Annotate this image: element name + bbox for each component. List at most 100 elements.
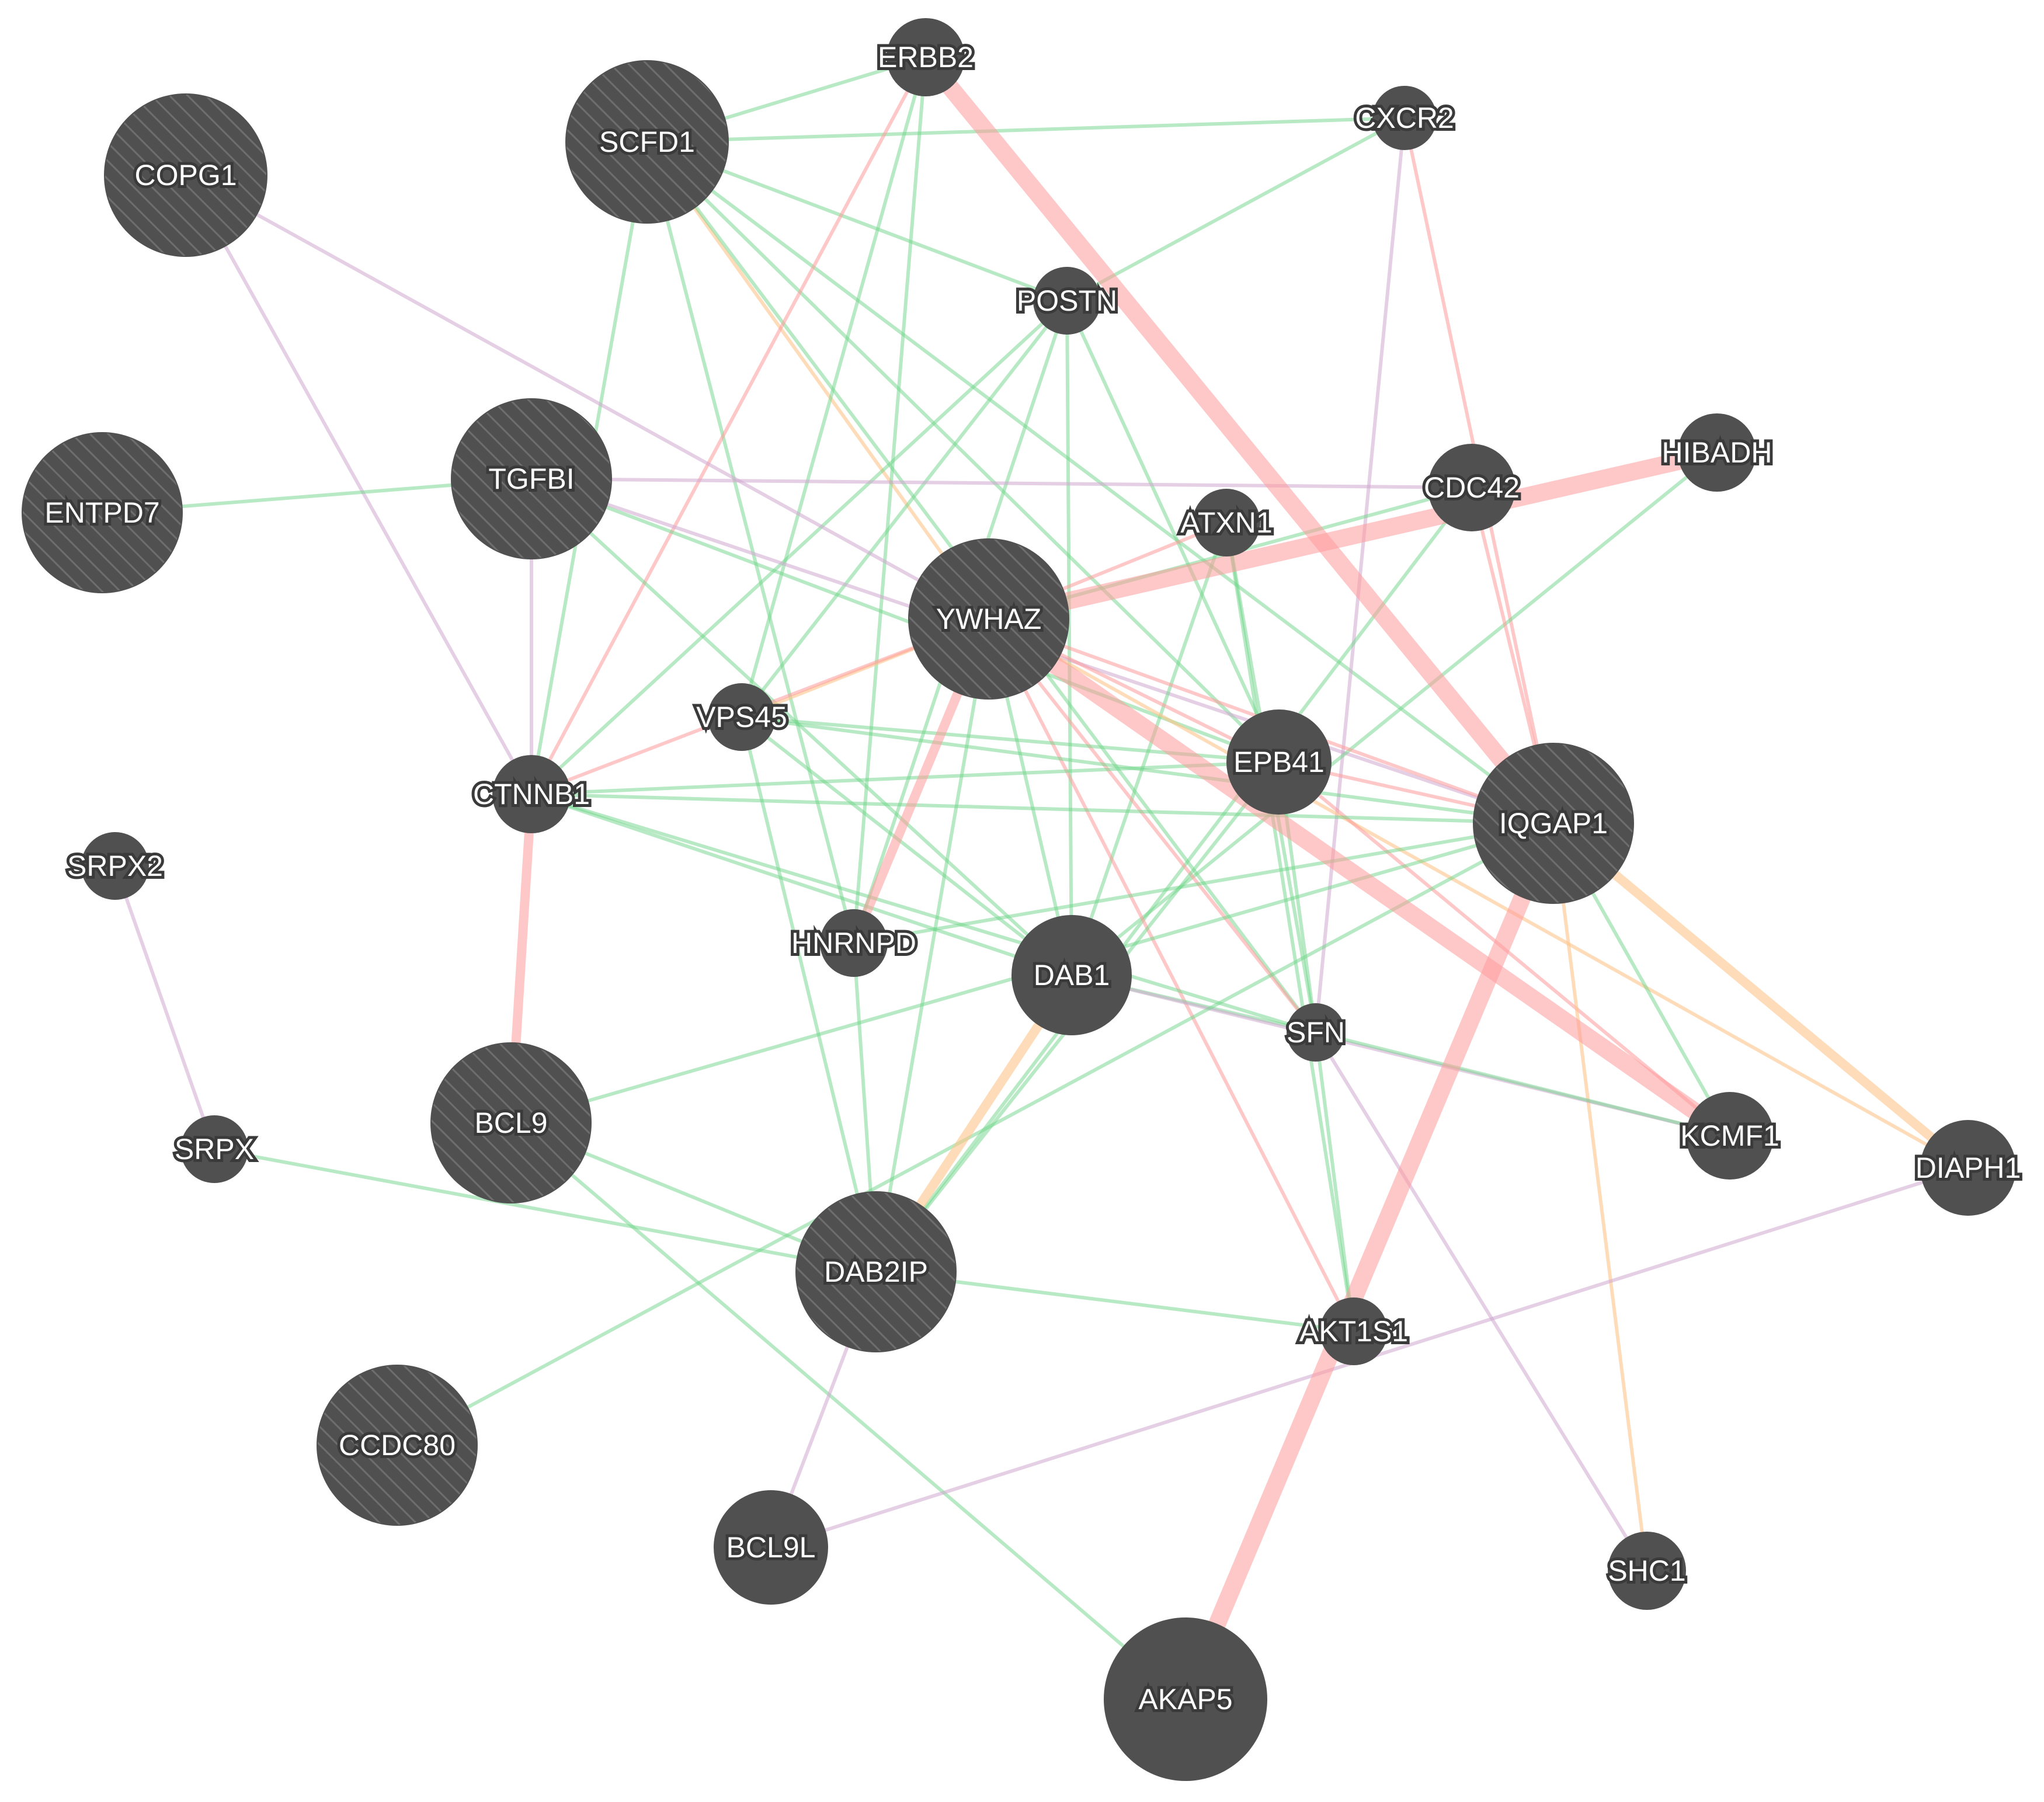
- node-dab1[interactable]: DAB1: [1011, 915, 1132, 1035]
- edge-bcl9-akap5: [509, 1121, 1187, 1701]
- edge-erbb2-ctnnb1: [530, 55, 927, 796]
- edge-ctnnb1-iqgap1: [530, 792, 1555, 825]
- node-label: HIBADH: [1662, 436, 1772, 469]
- node-label: AKT1S1: [1299, 1315, 1408, 1348]
- node-circle: [1608, 1532, 1686, 1610]
- edge-copg1-ctnnb1: [184, 173, 533, 796]
- node-label: IQGAP1: [1499, 807, 1608, 840]
- node-circle: [887, 18, 965, 96]
- node-circle: [1033, 267, 1101, 335]
- edge-cdc42-dab2ip: [874, 486, 1473, 1274]
- edge-ywhaz-diaph1: [987, 617, 1970, 1170]
- node-circle: [180, 1115, 248, 1183]
- edge-srpx2-srpx: [113, 864, 216, 1151]
- node-copg1[interactable]: COPG1: [104, 93, 267, 257]
- node-bcl9l[interactable]: BCL9L: [714, 1490, 828, 1605]
- edge-sfn-shc1: [1314, 1031, 1649, 1573]
- node-postn[interactable]: POSTN: [1014, 267, 1120, 335]
- node-ywhaz[interactable]: YWHAZ: [908, 538, 1069, 700]
- node-akap5[interactable]: AKAP5: [1104, 1617, 1267, 1781]
- edge-hibadh-ywhaz: [980, 444, 1726, 628]
- edge-vps45-dab1: [740, 715, 1073, 977]
- node-kcmf1[interactable]: KCMF1: [1677, 1092, 1782, 1180]
- node-erbb2[interactable]: ERBB2: [875, 18, 976, 96]
- edge-scfd1-epb41: [645, 140, 1281, 764]
- node-iqgap1[interactable]: IQGAP1: [1473, 743, 1634, 904]
- node-circle: [1920, 1120, 2016, 1216]
- node-hatch-pattern: [909, 540, 1068, 698]
- edge-atxn1-akt1s1: [1225, 521, 1355, 1333]
- node-circle: [1372, 86, 1437, 150]
- edge-postn-epb41: [1065, 299, 1281, 764]
- node-hatch-pattern: [318, 1366, 477, 1525]
- node-hnrnpd[interactable]: HNRNPD: [788, 909, 919, 977]
- edge-scfd1-hnrnpd: [645, 140, 856, 945]
- node-label: COPG1: [134, 159, 237, 192]
- edge-erbb2-iqgap1: [917, 48, 1562, 832]
- edge-vps45-iqgap1: [740, 715, 1555, 825]
- node-ctnnb1[interactable]: CTNNB1: [470, 755, 593, 833]
- edge-ccdc80-iqgap1: [395, 822, 1555, 1447]
- edge-scfd1-ywhaz: [645, 140, 990, 621]
- node-label: CDC42: [1424, 471, 1520, 504]
- node-diaph1[interactable]: DIAPH1: [1913, 1120, 2024, 1216]
- edge-iqgap1-diaph1: [1549, 819, 1973, 1173]
- node-sfn[interactable]: SFN: [1284, 1003, 1348, 1062]
- node-cdc42[interactable]: CDC42: [1421, 444, 1522, 531]
- node-srpx2[interactable]: SRPX2: [64, 832, 166, 900]
- node-label: HNRNPD: [791, 927, 916, 959]
- node-label: VPS45: [696, 701, 787, 733]
- edge-vps45-dab2ip: [740, 715, 878, 1274]
- edge-tgfbi-cdc42: [530, 477, 1473, 489]
- node-epb41[interactable]: EPB41: [1226, 709, 1332, 815]
- node-scfd1[interactable]: SCFD1: [565, 60, 729, 224]
- edge-srpx-dab2ip: [213, 1147, 878, 1274]
- node-hatch-pattern: [452, 399, 611, 558]
- edge-ctnnb1-sfn: [530, 792, 1318, 1034]
- node-hatch-pattern: [432, 1043, 590, 1202]
- node-tgfbi[interactable]: TGFBI: [451, 398, 612, 559]
- edge-erbb2-hnrnpd: [852, 55, 927, 945]
- edge-sfn-kcmf1: [1314, 1031, 1732, 1137]
- node-cxcr2[interactable]: CXCR2: [1352, 86, 1457, 150]
- node-ccdc80[interactable]: CCDC80: [317, 1365, 478, 1526]
- node-label: KCMF1: [1680, 1119, 1779, 1152]
- node-shc1[interactable]: SHC1: [1605, 1532, 1689, 1610]
- node-label: DAB1: [1034, 959, 1110, 992]
- edge-iqgap1-shc1: [1552, 822, 1649, 1573]
- node-bcl9[interactable]: BCL9: [430, 1042, 592, 1203]
- node-label: SCFD1: [599, 126, 695, 158]
- node-circle: [1686, 1092, 1774, 1180]
- node-circle: [1226, 709, 1332, 815]
- node-label: BCL9: [474, 1107, 547, 1139]
- node-circle: [492, 755, 571, 833]
- node-dab2ip[interactable]: DAB2IP: [795, 1191, 957, 1352]
- node-label: CXCR2: [1355, 102, 1454, 134]
- node-label: ERBB2: [878, 41, 974, 74]
- node-circle: [1320, 1297, 1388, 1365]
- node-srpx[interactable]: SRPX: [172, 1115, 257, 1183]
- node-akt1s1[interactable]: AKT1S1: [1296, 1297, 1411, 1365]
- node-hatch-pattern: [23, 433, 182, 592]
- node-entpd7[interactable]: ENTPD7: [22, 432, 183, 593]
- node-circle: [81, 832, 149, 900]
- node-label: CCDC80: [339, 1429, 456, 1462]
- node-circle: [1011, 915, 1132, 1035]
- node-label: SRPX: [175, 1133, 254, 1166]
- edge-ctnnb1-dab1: [530, 792, 1073, 977]
- node-label: AKAP5: [1138, 1683, 1232, 1716]
- edge-erbb2-vps45: [740, 55, 927, 719]
- node-hibadh[interactable]: HIBADH: [1659, 413, 1775, 492]
- node-label: POSTN: [1017, 284, 1117, 317]
- node-hatch-pattern: [797, 1192, 955, 1351]
- edge-tgfbi-dab1: [530, 477, 1073, 977]
- node-vps45[interactable]: VPS45: [693, 683, 790, 751]
- edge-sfn-akt1s1: [1314, 1031, 1355, 1333]
- edge-ywhaz-kcmf1: [980, 610, 1739, 1144]
- node-label: BCL9L: [726, 1531, 816, 1564]
- node-label: DAB2IP: [824, 1255, 928, 1288]
- node-atxn1[interactable]: ATXN1: [1177, 489, 1275, 556]
- node-label: SHC1: [1608, 1554, 1685, 1587]
- edge-scfd1-cxcr2: [645, 116, 1406, 144]
